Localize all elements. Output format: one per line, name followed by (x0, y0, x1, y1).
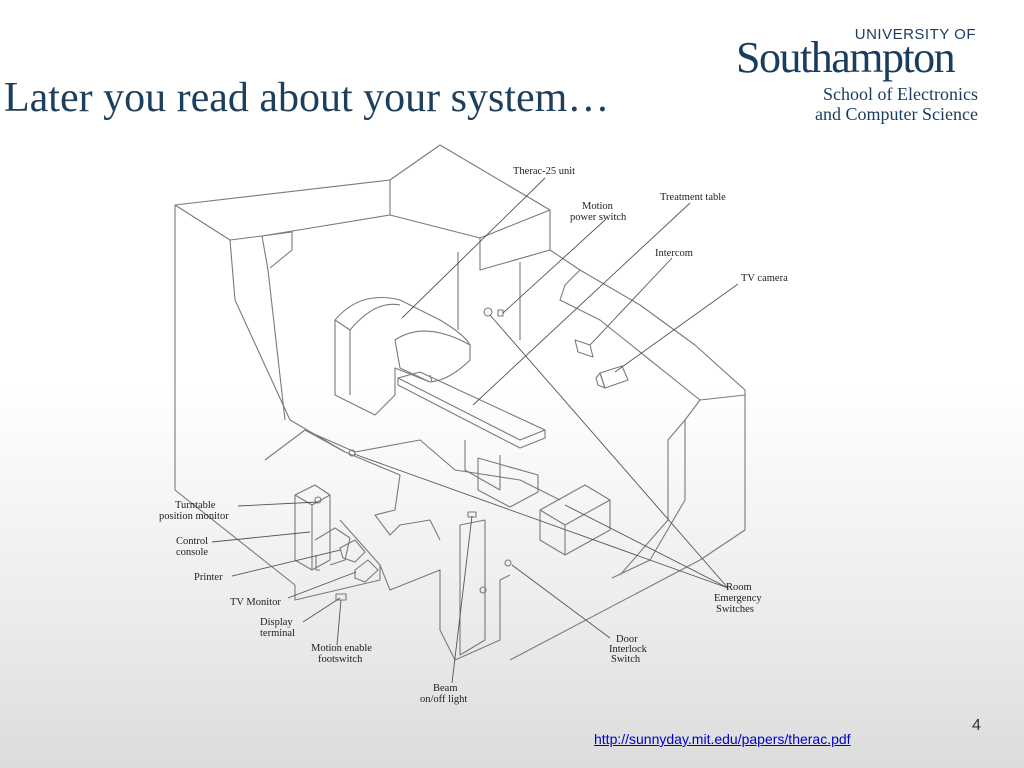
label-motion-enable-1: Motion enable (311, 643, 372, 654)
logo-university-text: UNIVERSITY OF (854, 26, 976, 43)
label-treatment-table: Treatment table (660, 192, 726, 203)
therac-room-diagram: Therac-25 unit Motion power switch Treat… (159, 144, 788, 705)
label-tv-camera: TV camera (741, 273, 788, 284)
label-motion-enable-2: footswitch (318, 654, 363, 665)
logo-school-line-2: and Computer Science (815, 104, 978, 124)
label-door-interlock-3: Switch (611, 654, 641, 665)
label-turntable-2: position monitor (159, 511, 229, 522)
label-tv-monitor: TV Monitor (230, 597, 281, 608)
source-link[interactable]: http://sunnyday.mit.edu/papers/therac.pd… (594, 731, 851, 747)
label-control-console-1: Control (176, 536, 208, 547)
label-room-emergency-2: Emergency (714, 593, 762, 604)
label-door-interlock-2: Interlock (609, 644, 648, 655)
label-therac-unit: Therac-25 unit (513, 166, 575, 177)
diagram-labels: Therac-25 unit Motion power switch Treat… (159, 166, 788, 705)
label-motion-power-switch-1: Motion (582, 201, 614, 212)
label-beam-light-2: on/off light (420, 694, 467, 705)
page-number: 4 (972, 717, 981, 734)
slide-title: Later you read about your system… (4, 75, 610, 121)
label-printer: Printer (194, 572, 223, 583)
label-beam-light-1: Beam (433, 683, 458, 694)
label-room-emergency-3: Switches (716, 604, 754, 615)
leader-lines (211, 177, 739, 684)
logo-name-text: Southampton (736, 33, 956, 82)
label-door-interlock-1: Door (616, 634, 638, 645)
label-room-emergency-1: Room (726, 582, 752, 593)
room-structure (174, 144, 746, 661)
logo-school-line-1: School of Electronics (823, 84, 978, 104)
university-logo: UNIVERSITY OF Southampton School of Elec… (736, 26, 986, 126)
label-display-terminal-1: Display (260, 617, 293, 628)
label-display-terminal-2: terminal (260, 628, 295, 639)
label-intercom: Intercom (655, 248, 693, 259)
label-turntable-1: Turntable (175, 500, 216, 511)
logo-school-text: School of Electronics and Computer Scien… (815, 84, 978, 124)
label-control-console-2: console (176, 547, 208, 558)
label-motion-power-switch-2: power switch (570, 212, 627, 223)
